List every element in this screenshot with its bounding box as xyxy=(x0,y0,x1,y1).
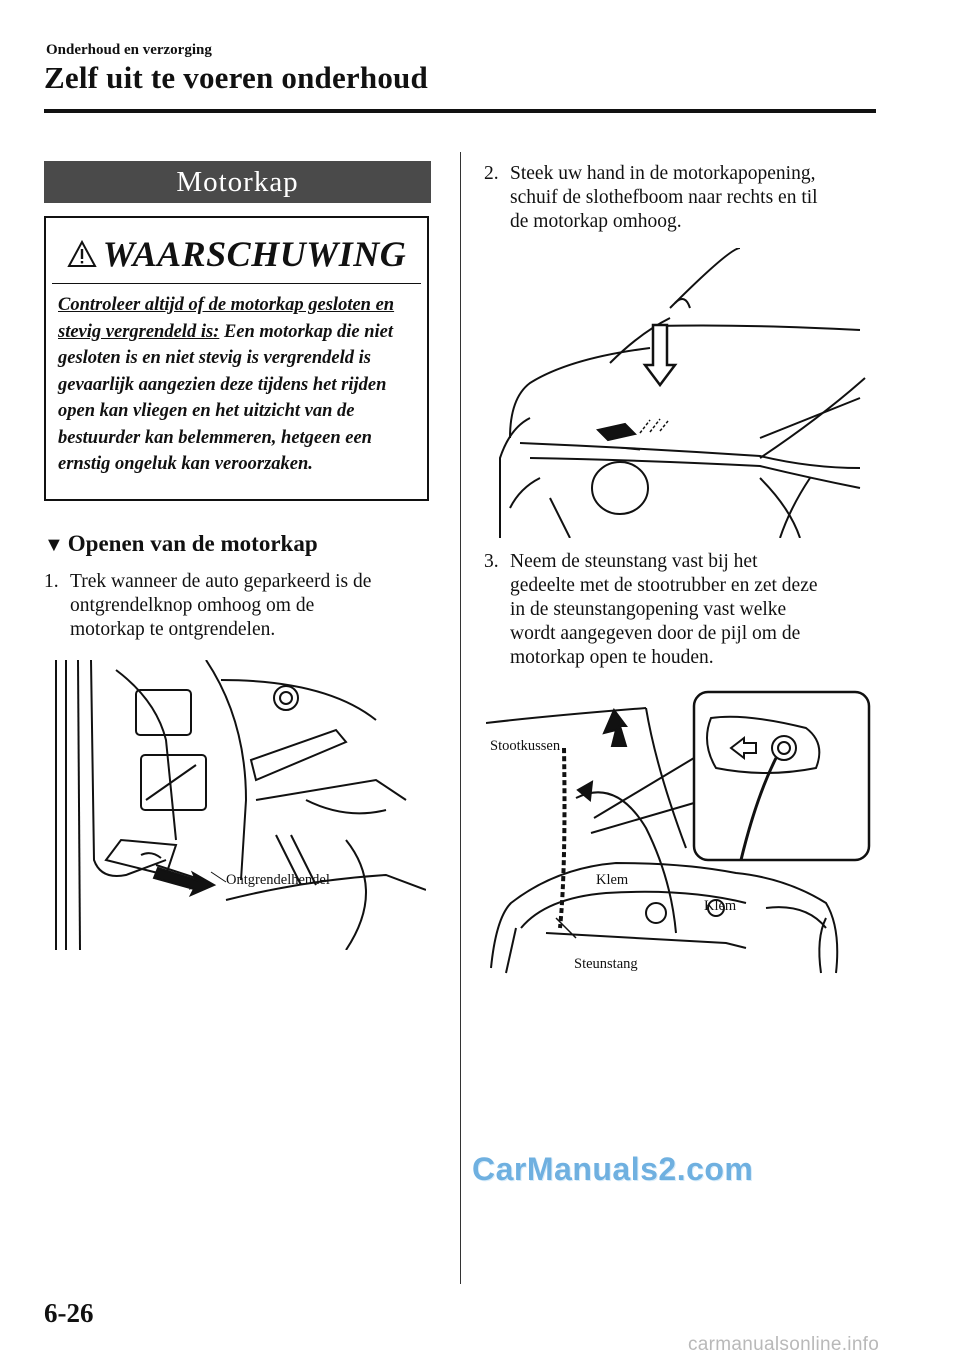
bumper-label: Stootkussen xyxy=(490,738,561,754)
watermark: CarManuals2.com xyxy=(472,1151,754,1187)
release-lever-illustration xyxy=(55,660,426,950)
step-line: wordt aangegeven door de pijl om de xyxy=(510,623,801,644)
step-3: 3. Neem de steunstang vast bij het gedee… xyxy=(484,550,884,680)
step-line: in de steunstangopening vast welke xyxy=(510,599,787,620)
support-rod-figure: Stootkussen Klem Klem Steunstang xyxy=(486,688,876,978)
step-line: ontgrendelknop omhoog om de xyxy=(70,595,315,616)
section-banner: Motorkap xyxy=(44,161,431,203)
subsection-heading: ▼Openen van de motorkap xyxy=(44,531,318,557)
step-number: 3. xyxy=(484,551,499,572)
release-lever-label: Ontgrendelhendel xyxy=(226,872,330,888)
subsection-title: Openen van de motorkap xyxy=(67,531,318,556)
step-text: Steek uw hand in de motorkapopening, sch… xyxy=(510,162,818,234)
step-line: gedeelte met de stootrubber en zet deze xyxy=(510,575,818,596)
page-title: Zelf uit te voeren onderhoud xyxy=(44,60,428,95)
step-number: 2. xyxy=(484,163,499,184)
step-line: de motorkap omhoog. xyxy=(510,211,682,232)
step-line: motorkap open te houden. xyxy=(510,647,714,668)
warning-title: WAARSCHUWING xyxy=(102,233,407,274)
warning-box: WAARSCHUWING Controleer altijd of de mot… xyxy=(44,216,429,501)
hood-latch-illustration xyxy=(499,248,866,538)
warning-header: WAARSCHUWING xyxy=(52,224,421,284)
support-rod-label: Steunstang xyxy=(574,956,638,972)
warning-lead: Controleer altijd of de motorkap geslote… xyxy=(58,295,395,342)
step-line: Trek wanneer de auto geparkeerd is de xyxy=(70,571,372,592)
clip-label-1: Klem xyxy=(596,872,629,888)
clip-label-2: Klem xyxy=(704,898,737,914)
breadcrumb: Onderhoud en verzorging xyxy=(46,42,212,58)
step-line: motorkap te ontgrendelen. xyxy=(70,619,276,640)
title-rule xyxy=(44,109,876,113)
step-line: schuif de slothefboom naar rechts en til xyxy=(510,187,818,208)
step-number: 1. xyxy=(44,571,59,592)
warning-triangle-icon xyxy=(67,239,97,267)
release-lever-figure: Ontgrendelhendel xyxy=(46,660,426,950)
step-line: Neem de steunstang vast bij het xyxy=(510,551,758,572)
triangle-down-icon: ▼ xyxy=(44,534,64,556)
page-number: 6-26 xyxy=(44,1298,94,1328)
step-text: Neem de steunstang vast bij het gedeelte… xyxy=(510,550,818,670)
hood-latch-figure xyxy=(490,248,870,538)
column-divider xyxy=(460,152,461,1284)
warning-body: Controleer altijd of de motorkap geslote… xyxy=(58,292,417,478)
footer-watermark: carmanualsonline.info xyxy=(688,1334,880,1355)
step-1: 1. Trek wanneer de auto geparkeerd is de… xyxy=(44,570,444,650)
step-text: Trek wanneer de auto geparkeerd is de on… xyxy=(70,570,371,642)
support-rod-illustration xyxy=(486,690,871,974)
step-line: Steek uw hand in de motorkapopening, xyxy=(510,163,816,184)
step-2: 2. Steek uw hand in de motorkapopening, … xyxy=(484,162,884,242)
warning-text: Een motorkap die niet gesloten is en nie… xyxy=(58,321,394,475)
